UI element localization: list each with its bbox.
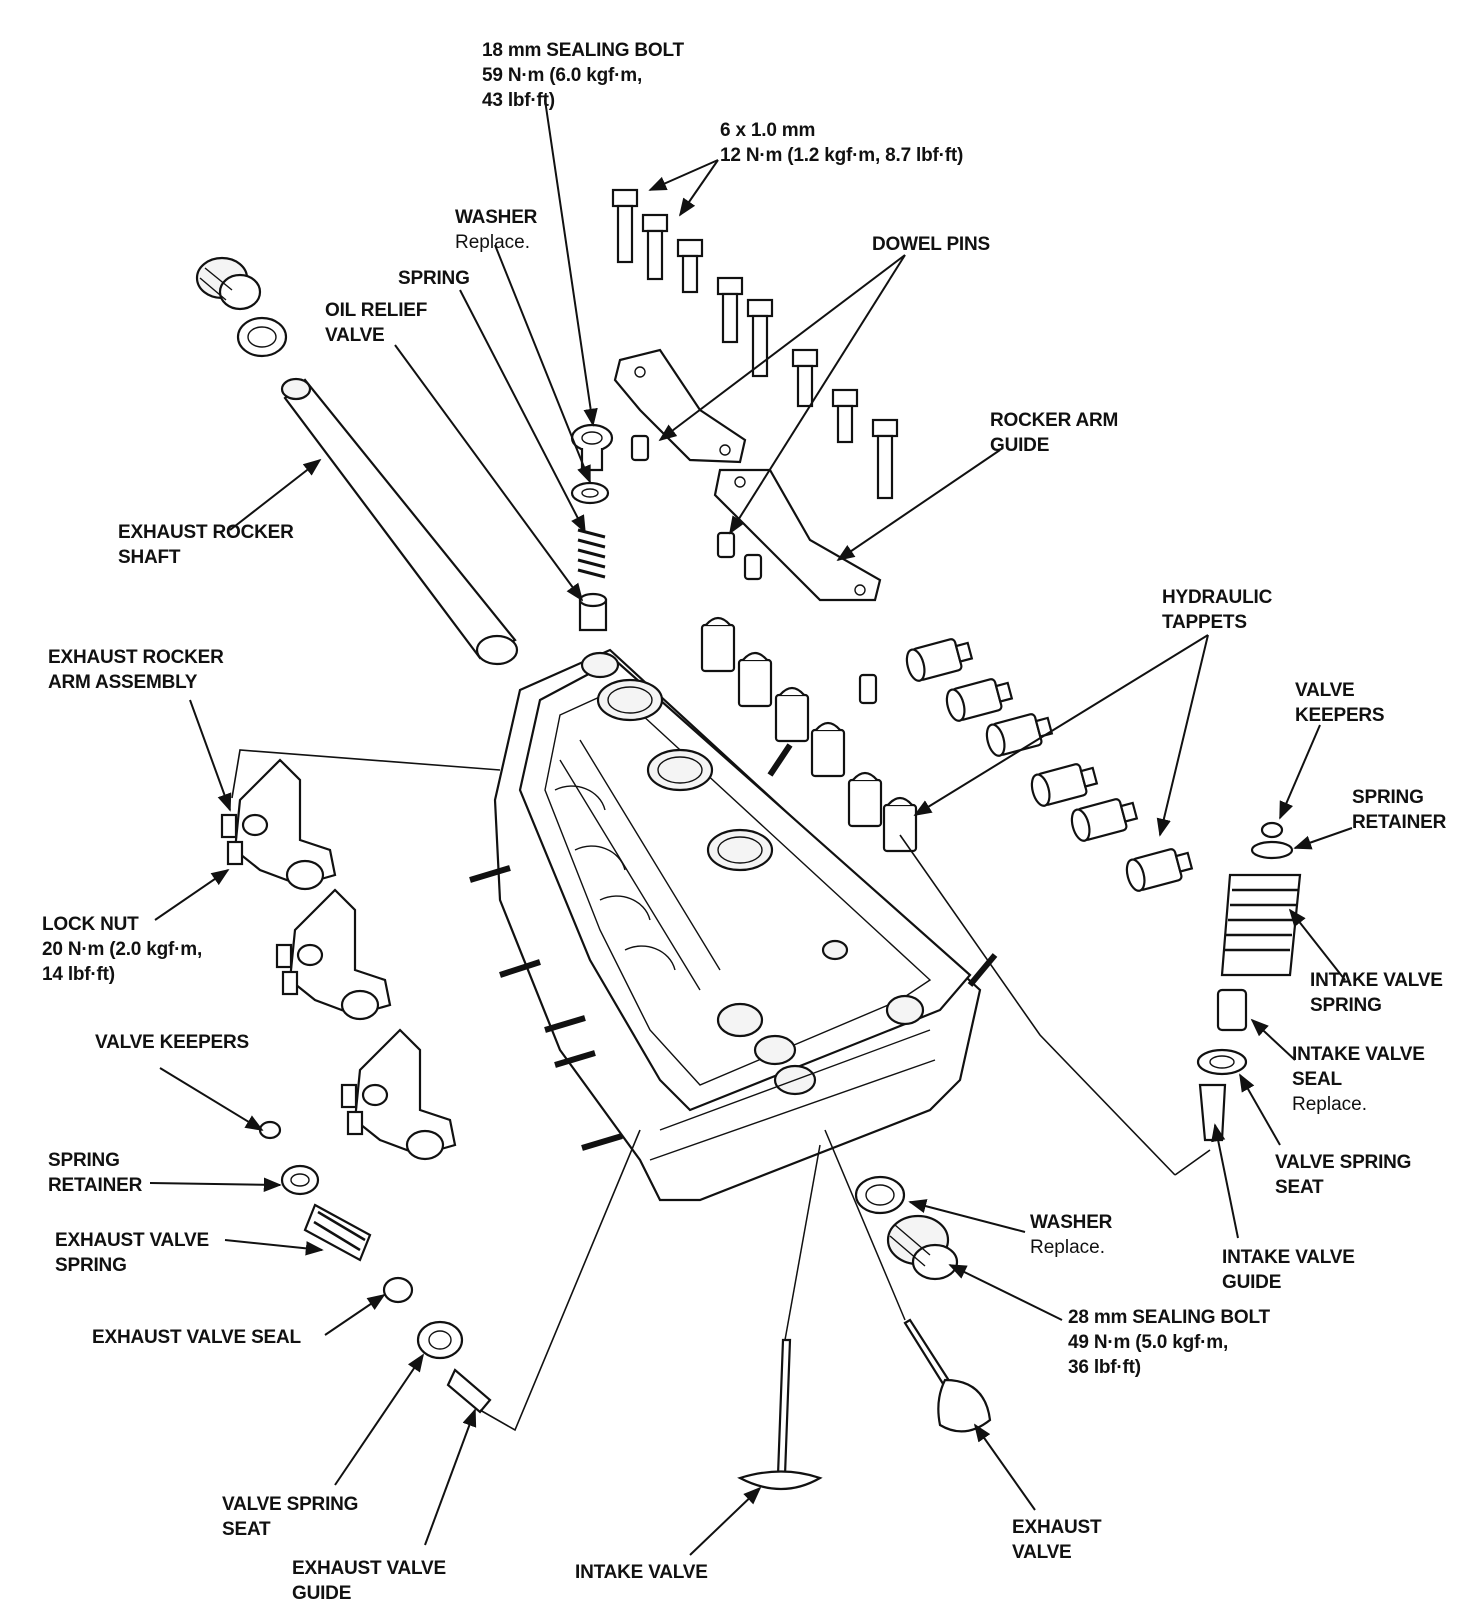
label-title: EXHAUST — [1012, 1517, 1102, 1538]
label-title: VALVE — [1295, 680, 1355, 701]
label-line: 49 N·m (5.0 kgf·m, — [1068, 1332, 1229, 1353]
label-exhaust-valve-guide: EXHAUST VALVE GUIDE — [292, 1556, 446, 1606]
label-title: EXHAUST ROCKER — [48, 647, 224, 668]
label-title2: RETAINER — [48, 1175, 143, 1196]
label-line: 43 lbf·ft) — [482, 90, 555, 111]
leader-lines — [149, 99, 1353, 1556]
label-spring: SPRING — [398, 266, 470, 291]
label-intake-valve: INTAKE VALVE — [575, 1560, 708, 1585]
label-title: INTAKE VALVE — [1310, 970, 1443, 991]
label-title: HYDRAULIC — [1162, 587, 1273, 608]
label-line: 59 N·m (6.0 kgf·m, — [482, 65, 643, 86]
label-intake-valve-spring: INTAKE VALVE SPRING — [1310, 968, 1443, 1018]
label-valve-keepers-right: VALVE KEEPERS — [1295, 678, 1385, 728]
label-exhaust-rocker-shaft: EXHAUST ROCKER SHAFT — [118, 520, 294, 570]
label-spring-retainer-right: SPRING RETAINER — [1352, 785, 1446, 835]
label-oil-relief-valve: OIL RELIEF VALVE — [325, 298, 427, 348]
cylinder-head — [469, 648, 998, 1202]
label-exhaust-rocker-arm-assembly: EXHAUST ROCKER ARM ASSEMBLY — [48, 645, 224, 695]
label-title2: SEAL — [1292, 1069, 1342, 1090]
lower-sealing-bolt — [854, 1175, 959, 1281]
camshaft-journals — [580, 651, 774, 872]
hydraulic-tappets-left-row — [700, 616, 918, 853]
label-title2: KEEPERS — [1295, 705, 1385, 726]
label-valve-spring-seat-left: VALVE SPRING SEAT — [222, 1492, 358, 1542]
exhaust-valve-train — [258, 1120, 641, 1432]
label-intake-valve-seal: INTAKE VALVE SEAL Replace. — [1292, 1042, 1425, 1117]
label-title: LOCK NUT — [42, 914, 139, 935]
label-title: SPRING — [1352, 787, 1424, 808]
label-line: 36 lbf·ft) — [1068, 1357, 1141, 1378]
label-note: Replace. — [1292, 1094, 1367, 1115]
label-title2: ARM ASSEMBLY — [48, 672, 198, 693]
label-title: INTAKE VALVE — [1222, 1247, 1355, 1268]
label-title: WASHER — [1030, 1212, 1113, 1233]
label-title: 18 mm SEALING BOLT — [482, 40, 684, 61]
label-title: VALVE SPRING — [1275, 1152, 1412, 1173]
label-exhaust-valve-seal: EXHAUST VALVE SEAL — [92, 1325, 301, 1350]
label-title2: GUIDE — [990, 435, 1050, 456]
label-title2: GUIDE — [1222, 1272, 1282, 1293]
label-title: VALVE SPRING — [222, 1494, 359, 1515]
exhaust-rocker-arms — [220, 749, 501, 1161]
label-title: SPRING — [48, 1150, 120, 1171]
label-spring-retainer-left: SPRING RETAINER — [48, 1148, 142, 1198]
oil-relief-valve-stack — [570, 423, 614, 632]
label-title: INTAKE VALVE — [1292, 1044, 1425, 1065]
label-lock-nut: LOCK NUT 20 N·m (2.0 kgf·m, 14 lbf·ft) — [42, 912, 202, 987]
label-title: 6 x 1.0 mm — [720, 120, 816, 141]
label-valve-spring-seat-right: VALVE SPRING SEAT — [1275, 1150, 1411, 1200]
exhaust-rocker-shaft — [280, 377, 519, 666]
label-title2: RETAINER — [1352, 812, 1447, 833]
label-title2: VALVE — [325, 325, 385, 346]
label-note: Replace. — [1030, 1237, 1105, 1258]
hydraulic-tappets-right-row — [905, 638, 1194, 892]
label-title: DOWEL PINS — [872, 234, 990, 255]
label-title2: VALVE — [1012, 1542, 1072, 1563]
label-rocker-arm-guide: ROCKER ARM GUIDE — [990, 408, 1118, 458]
label-title2: SPRING — [55, 1255, 127, 1276]
label-intake-valve-guide: INTAKE VALVE GUIDE — [1222, 1245, 1355, 1295]
label-title2: SEAT — [1275, 1177, 1324, 1198]
label-exhaust-valve-spring: EXHAUST VALVE SPRING — [55, 1228, 209, 1278]
rocker-arm-guides — [613, 348, 882, 705]
label-title: EXHAUST VALVE — [55, 1230, 209, 1251]
label-6x1-bolt: 6 x 1.0 mm 12 N·m (1.2 kgf·m, 8.7 lbf·ft… — [720, 118, 963, 168]
label-exhaust-valve: EXHAUST VALVE — [1012, 1515, 1102, 1565]
label-title: EXHAUST ROCKER — [118, 522, 294, 543]
label-title: SPRING — [398, 268, 470, 289]
label-title: ROCKER ARM — [990, 410, 1119, 431]
label-28mm-sealing-bolt: 28 mm SEALING BOLT 49 N·m (5.0 kgf·m, 36… — [1068, 1305, 1270, 1380]
label-title: EXHAUST VALVE — [292, 1558, 446, 1579]
valves — [737, 1129, 992, 1491]
label-title: INTAKE VALVE — [575, 1562, 708, 1583]
label-hydraulic-tappets: HYDRAULIC TAPPETS — [1162, 585, 1272, 635]
label-title2: TAPPETS — [1162, 612, 1247, 633]
exhaust-studs — [469, 865, 623, 1151]
label-line: 20 N·m (2.0 kgf·m, — [42, 939, 203, 960]
label-dowel-pins: DOWEL PINS — [872, 232, 990, 257]
label-title: VALVE KEEPERS — [95, 1032, 250, 1053]
label-title2: GUIDE — [292, 1583, 352, 1604]
label-title: WASHER — [455, 207, 538, 228]
label-title2: SPRING — [1310, 995, 1382, 1016]
label-title: 28 mm SEALING BOLT — [1068, 1307, 1270, 1328]
label-washer-bottom: WASHER Replace. — [1030, 1210, 1112, 1260]
label-title: OIL RELIEF — [325, 300, 428, 321]
label-18mm-sealing-bolt: 18 mm SEALING BOLT 59 N·m (6.0 kgf·m, 43… — [482, 38, 684, 113]
label-title2: SHAFT — [118, 547, 181, 568]
rocker-shaft-plug — [195, 256, 288, 358]
label-title: EXHAUST VALVE SEAL — [92, 1327, 301, 1348]
rocker-guide-bolts — [611, 188, 899, 500]
label-note: Replace. — [455, 232, 530, 253]
label-washer-top: WASHER Replace. — [455, 205, 537, 255]
label-valve-keepers-left: VALVE KEEPERS — [95, 1030, 249, 1055]
label-line: 14 lbf·ft) — [42, 964, 115, 985]
label-title2: SEAT — [222, 1519, 271, 1540]
label-line: 12 N·m (1.2 kgf·m, 8.7 lbf·ft) — [720, 145, 964, 166]
